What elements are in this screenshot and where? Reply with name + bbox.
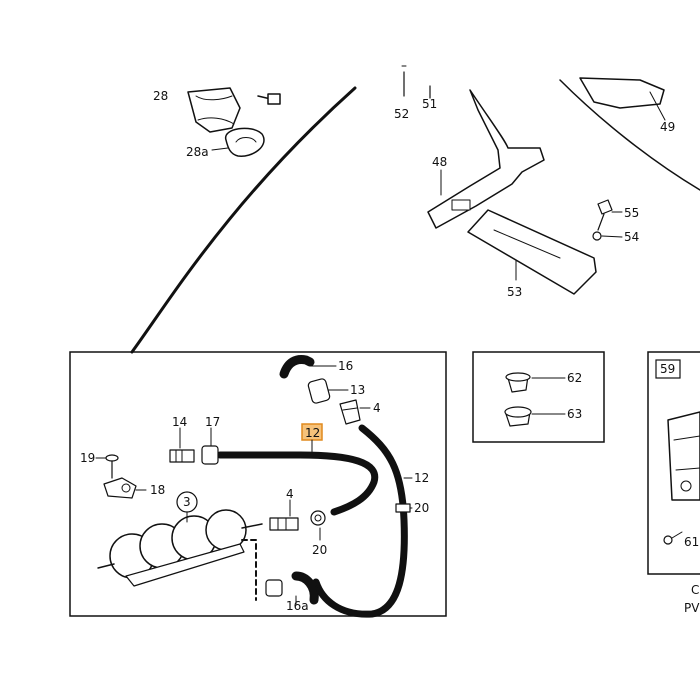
part-52-51-pins [401,65,431,99]
label-55: 55 [624,206,639,220]
label-4-bottom: 4 [286,487,294,501]
screw-61 [663,531,683,545]
label-49: 49 [660,120,675,134]
body-outline-curve-right [559,79,700,191]
label-16a: 16a [286,599,309,613]
part-53-bar [467,209,597,295]
part-4-fitting-bottom [269,517,299,531]
clamp-20-bottom [310,510,326,526]
label-28a: 28a [186,145,209,159]
label-54: 54 [624,230,639,244]
hose-16-elbow [279,355,315,379]
label-16: 16 [338,359,353,373]
clamp-20-right [395,503,411,513]
label-12-highlight[interactable]: 12 [305,426,320,440]
part-59-label-box [655,359,681,379]
label-14: 14 [172,415,187,429]
label-61: 61 [684,535,699,549]
screw-19 [105,454,119,479]
leader-28a [211,147,229,151]
part-28-pipe [187,87,281,133]
part-13-connector [307,378,331,404]
hose-kit-box [69,351,447,617]
part-48-bracket [427,89,545,229]
label-52: 52 [394,107,409,121]
part-3-canister-assembly [97,509,263,587]
plug-63 [504,406,532,427]
clamp-17 [201,445,219,465]
part-59-box [647,351,700,575]
body-outline-curve [130,86,357,354]
label-59: 59 [660,362,675,376]
label-3: 3 [183,495,191,509]
leader-54 [601,235,623,238]
plug-62 [505,372,531,393]
hose-12-main-inner [218,453,377,514]
label-17: 17 [205,415,220,429]
label-51: 51 [422,97,437,111]
label-62: 62 [567,371,582,385]
part-59-assembly [667,411,700,501]
dashed-connection [241,539,257,601]
hose-16a-elbow [265,571,319,605]
label-20-bottom: 20 [312,543,327,557]
label-28: 28 [153,89,168,103]
part-14-nipple [169,449,195,463]
label-18: 18 [150,483,165,497]
hose-12-right-inner [314,426,407,617]
label-4-top: 4 [373,401,381,415]
part-49-body [579,77,665,109]
part-18-bracket [103,477,137,499]
screw-55 [597,199,613,231]
part-4-fitting-top [339,399,361,425]
label-63: 63 [567,407,582,421]
washer-54 [592,231,602,241]
label-53: 53 [507,285,522,299]
label-13: 13 [350,383,365,397]
label-48: 48 [432,155,447,169]
plugs-box [472,351,605,443]
label-20-right: 20 [414,501,429,515]
label-12-right: 12 [414,471,429,485]
label-edge-c: C [691,583,699,597]
label-19: 19 [80,451,95,465]
part-28a-clip [225,127,265,157]
leader-49 [649,91,666,121]
label-edge-pv: PV [684,601,700,615]
